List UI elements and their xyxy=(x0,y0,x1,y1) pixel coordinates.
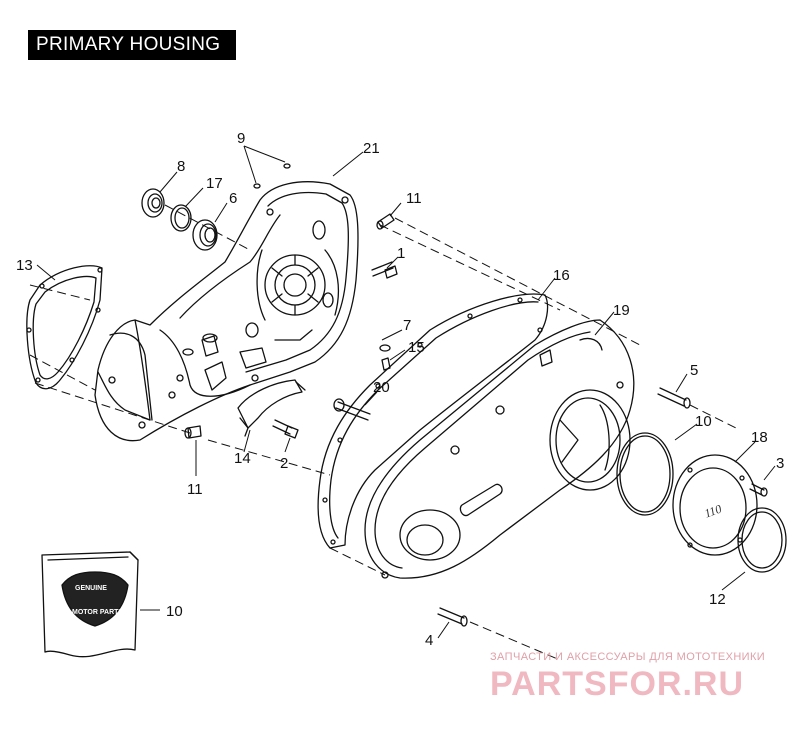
watermark-brand: PARTSFOR.RU xyxy=(490,665,744,703)
seal-8 xyxy=(141,188,165,218)
o-ring-10 xyxy=(616,432,674,516)
kit-badge-line2: MOTOR PARTS xyxy=(72,609,123,616)
callout-7: 7 xyxy=(403,317,411,334)
callout-19: 19 xyxy=(613,302,630,319)
screw-2 xyxy=(272,419,299,439)
callout-8: 8 xyxy=(177,158,185,175)
derby-cover-18 xyxy=(672,454,758,556)
kit-badge-line1: GENUINE xyxy=(75,585,107,592)
gasket-13 xyxy=(26,265,103,390)
callout-4: 4 xyxy=(425,632,433,649)
screw-1 xyxy=(371,261,398,279)
callout-21: 21 xyxy=(363,140,380,157)
plug-15 xyxy=(381,357,391,371)
derby-emblem-110: 110 xyxy=(702,502,723,521)
callout-11-top: 11 xyxy=(406,190,422,207)
chain-adjuster-14 xyxy=(237,379,306,437)
outer-primary-cover-19 xyxy=(364,319,635,579)
callout-leaders xyxy=(36,145,776,639)
callout-11-bottom: 11 xyxy=(187,481,203,498)
callout-13: 13 xyxy=(16,257,33,274)
diagram-title: PRIMARY HOUSING xyxy=(28,30,237,60)
callout-15: 15 xyxy=(408,339,425,356)
alignment-lines xyxy=(29,204,741,661)
callout-6: 6 xyxy=(229,190,237,207)
callout-3: 3 xyxy=(776,455,784,472)
screw-20 xyxy=(333,398,371,421)
callout-2: 2 xyxy=(280,455,288,472)
callout-1: 1 xyxy=(397,245,405,262)
dowel-11-upper xyxy=(376,213,395,230)
callout-labels: 9 8 17 6 21 11 1 13 7 15 20 16 19 5 10 1… xyxy=(16,130,784,649)
callout-20: 20 xyxy=(373,379,390,396)
callout-18: 18 xyxy=(751,429,768,446)
callout-16: 16 xyxy=(553,267,570,284)
o-ring-7 xyxy=(379,344,391,352)
dowel-11-lower xyxy=(184,425,202,439)
inner-primary-housing-21 xyxy=(94,181,359,442)
retaining-ring-17 xyxy=(170,204,192,232)
callout-17: 17 xyxy=(206,175,223,192)
parts-kit-10 xyxy=(41,551,139,658)
screw-4 xyxy=(437,607,468,627)
gasket-12 xyxy=(737,507,787,573)
callout-5: 5 xyxy=(690,362,698,379)
screw-3 xyxy=(749,483,768,497)
bearing-6 xyxy=(192,219,218,251)
watermark-tagline: ЗАПЧАСТИ И АКСЕССУАРЫ ДЛЯ МОТОТЕХНИКИ xyxy=(490,651,765,663)
callout-10-ring: 10 xyxy=(695,413,712,430)
callout-12: 12 xyxy=(709,591,726,608)
callout-14: 14 xyxy=(234,450,251,467)
callout-9: 9 xyxy=(237,130,245,147)
callout-10-kit: 10 xyxy=(166,603,183,620)
screw-5 xyxy=(657,387,691,409)
dowel-9 xyxy=(253,163,291,189)
